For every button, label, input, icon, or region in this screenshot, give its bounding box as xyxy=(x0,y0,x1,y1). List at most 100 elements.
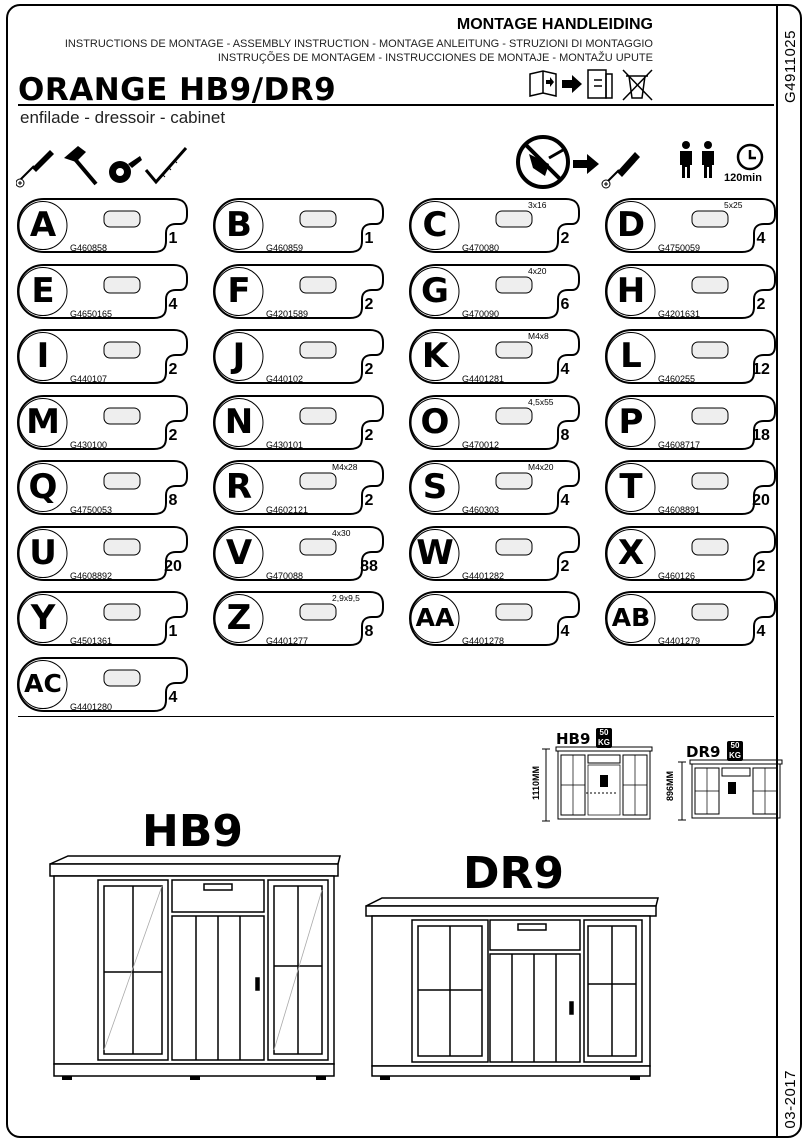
part-letter: Z xyxy=(226,598,252,638)
part-code: G4608717 xyxy=(658,439,701,450)
part-code: G460303 xyxy=(462,505,500,515)
part-quantity: 2 xyxy=(364,426,374,444)
part-illustration xyxy=(299,276,337,293)
dr9-title: DR9 xyxy=(463,848,565,899)
part-size: 4x20 xyxy=(528,265,547,276)
part-frame xyxy=(212,263,384,319)
no-power-drill-icon xyxy=(516,135,570,189)
part-code: G4401282 xyxy=(462,570,505,581)
part-illustration xyxy=(691,276,729,293)
part-size: 2,9x9,5 xyxy=(332,593,360,603)
hammer-icon xyxy=(64,146,98,186)
part-illustration xyxy=(495,603,533,621)
part-quantity: 2 xyxy=(756,295,766,313)
part-frame xyxy=(16,263,188,319)
arrow-right-icon xyxy=(562,75,582,93)
hb9-small-diagram xyxy=(542,746,653,822)
part-size: 3x16 xyxy=(528,200,547,210)
part-frame xyxy=(604,394,776,450)
part-frame xyxy=(16,656,188,712)
product-subtitle: enfilade - dressoir - cabinet xyxy=(20,108,226,127)
part-letter: P xyxy=(618,401,644,442)
part-illustration xyxy=(103,407,141,424)
side-strip xyxy=(776,4,802,1138)
no-trash-icon xyxy=(622,69,653,101)
part-frame xyxy=(408,460,580,515)
part-size: 4x30 xyxy=(332,527,351,538)
part-frame xyxy=(408,263,580,319)
part-letter: L xyxy=(620,336,642,376)
part-quantity: 6 xyxy=(560,295,570,313)
part-letter: T xyxy=(619,467,643,507)
part-size: 4,5x55 xyxy=(528,396,554,407)
part-code: G460126 xyxy=(658,570,696,581)
binder-icon xyxy=(587,69,613,99)
arrow-right-icon xyxy=(573,154,599,174)
part-frame xyxy=(212,329,384,384)
part-quantity: 4 xyxy=(168,295,178,313)
hb9-title: HB9 xyxy=(142,806,243,857)
part-letter: Y xyxy=(30,598,56,638)
part-quantity: 4 xyxy=(756,623,766,640)
part-illustration xyxy=(299,341,337,359)
part-letter: Q xyxy=(28,467,58,507)
part-illustration xyxy=(299,603,337,621)
part-quantity: 8 xyxy=(168,492,178,509)
hb9-cabinet-illustration xyxy=(49,855,341,1080)
page-frame xyxy=(6,4,802,1138)
part-code: G4201631 xyxy=(658,308,701,319)
manual-keep-icons xyxy=(529,69,653,101)
part-quantity: 4 xyxy=(756,230,766,247)
part-quantity: 88 xyxy=(360,557,378,575)
part-illustration xyxy=(103,538,141,555)
part-illustration xyxy=(299,407,337,424)
part-code: G4401278 xyxy=(462,636,505,646)
part-letter: C xyxy=(422,205,448,245)
part-frame xyxy=(16,329,188,384)
part-illustration xyxy=(103,472,141,490)
dr9-dimension-label: DR9 xyxy=(686,743,721,761)
part-quantity: 4 xyxy=(560,492,570,509)
header-languages-line1: INSTRUCTIONS DE MONTAGE - ASSEMBLY INSTR… xyxy=(64,38,653,50)
part-illustration xyxy=(495,276,533,293)
part-letter: R xyxy=(225,467,253,507)
part-code: G460859 xyxy=(266,243,304,253)
part-illustration xyxy=(299,538,337,555)
part-quantity: 4 xyxy=(168,688,178,706)
document-date: 03-2017 xyxy=(782,1070,799,1129)
part-frame xyxy=(604,460,776,515)
part-letter: AB xyxy=(611,603,651,632)
part-code: G460858 xyxy=(70,243,108,253)
header-title: MONTAGE HANDLEIDING xyxy=(456,16,653,33)
part-letter: X xyxy=(617,532,645,573)
part-letter: F xyxy=(227,270,251,311)
part-quantity: 1 xyxy=(168,230,178,247)
part-frame xyxy=(212,591,384,646)
part-illustration xyxy=(691,210,729,228)
part-code: G4750059 xyxy=(658,243,701,253)
part-illustration xyxy=(299,472,337,490)
part-frame xyxy=(408,198,580,253)
part-quantity: 2 xyxy=(364,295,374,313)
required-tools xyxy=(16,146,188,188)
part-frame xyxy=(604,263,776,319)
part-illustration xyxy=(495,472,533,490)
header-languages-line2: INSTRUÇÕES DE MONTAGEM - INSTRUCCIONES D… xyxy=(217,52,653,64)
part-quantity: 4 xyxy=(560,623,570,640)
part-letter: AC xyxy=(24,668,62,698)
part-size: M4x28 xyxy=(332,462,358,472)
part-frame xyxy=(408,525,580,581)
part-letter: O xyxy=(420,401,450,442)
part-quantity: 8 xyxy=(364,623,374,640)
part-code: G470088 xyxy=(266,570,304,581)
